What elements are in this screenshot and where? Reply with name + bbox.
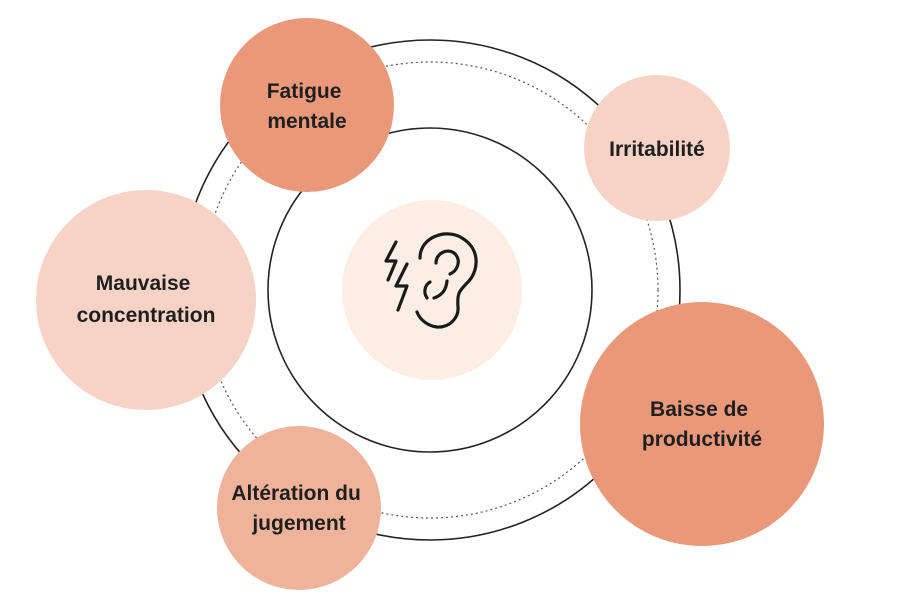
bubble-circle [220, 18, 394, 192]
bubble-label-line: Irritabilité [609, 138, 705, 161]
bubble-concentration: Mauvaise concentration [36, 190, 256, 410]
bubble-circle [584, 75, 730, 221]
bubble-label-line: Altération du [231, 482, 361, 505]
inner-ring [267, 127, 593, 453]
bubble-label-line: Baisse de [650, 398, 748, 421]
bubble-circle [217, 426, 381, 590]
svg-text:Irritabilité: Irritabilité [609, 138, 705, 161]
svg-text:Altération du jugement: Altération du jugement [231, 482, 366, 535]
bubble-label-line: jugement [251, 512, 345, 535]
ear-icon [415, 232, 478, 329]
bubble-productivite: Baisse de productivité [580, 302, 824, 546]
bubble-label-line: mentale [267, 110, 346, 133]
bubble-label-line: Mauvaise [96, 272, 191, 295]
svg-text:Baisse de productivité: Baisse de productivité [642, 398, 762, 451]
bubble-fatigue: Fatigue mentale [220, 18, 394, 192]
lightning-bolt-icon [384, 240, 409, 312]
bubble-circle [36, 190, 256, 410]
bubble-jugement: Altération du jugement [217, 426, 381, 590]
bubble-circle [580, 302, 824, 546]
bubble-label-line: Fatigue [267, 80, 342, 103]
center-disc [342, 200, 522, 380]
ear-with-lightning-icon [384, 232, 478, 329]
bubble-label-line: concentration [77, 304, 216, 327]
bubble-irritabilite: Irritabilité [584, 75, 730, 221]
svg-text:Mauvaise concentration: Mauvaise concentration [77, 272, 216, 327]
bubble-label-line: productivité [642, 428, 762, 451]
svg-text:Fatigue mentale: Fatigue mentale [267, 80, 348, 133]
